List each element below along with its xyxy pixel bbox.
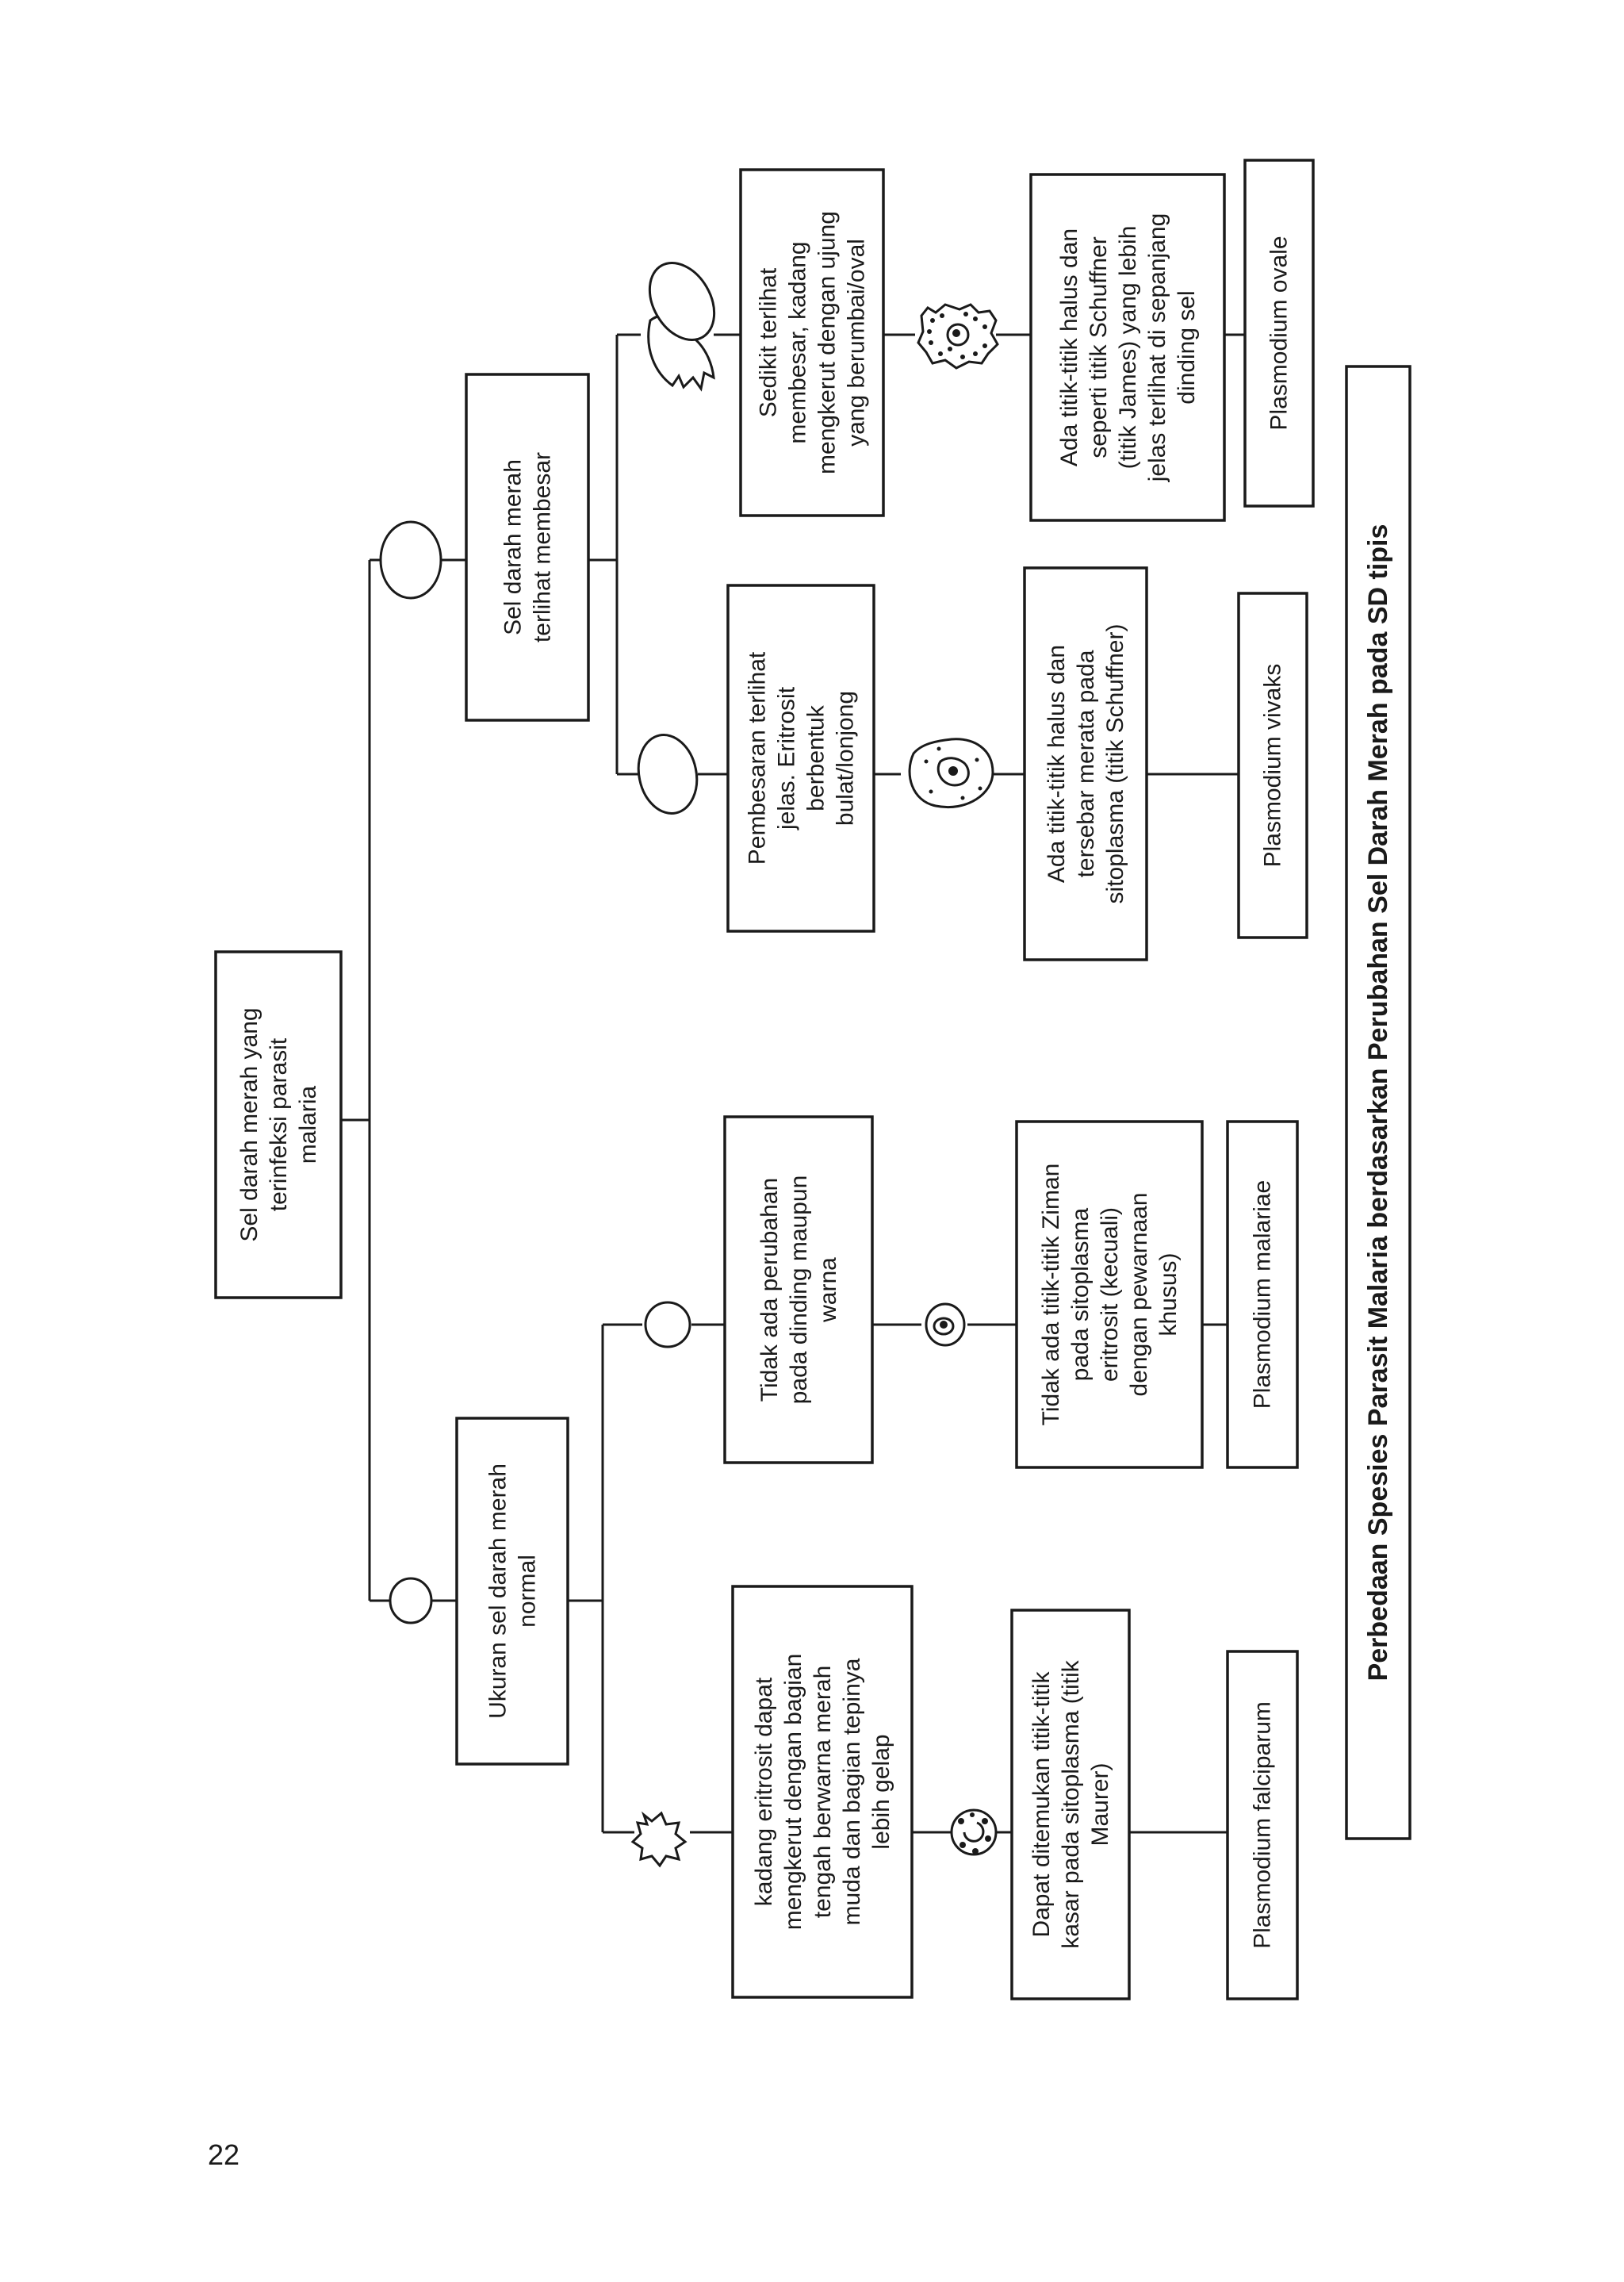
- text-line: tengah berwarna merah: [810, 1666, 836, 1919]
- malariae-species-box: Plasmodium malariae: [1226, 1120, 1299, 1469]
- text-line: mengkerut dengan ujung: [814, 211, 841, 474]
- text-line: sitoplasma (titik Schuffner): [1102, 624, 1128, 904]
- oval-cell-ovale-icon: [648, 262, 716, 341]
- malariae-species: Plasmodium malariae: [1250, 1180, 1276, 1409]
- text-line: membesar, kadang: [785, 241, 811, 443]
- text-line: kasar pada sitoplasma (titik: [1058, 1659, 1084, 1948]
- falciparum-species: Plasmodium falciparum: [1250, 1701, 1276, 1949]
- normal-rbc-icon: [389, 1577, 433, 1624]
- text-line: muda dan bagian tepinya: [839, 1658, 865, 1925]
- text-line: seperti titik Schuffner: [1086, 236, 1112, 458]
- text-line: Sel darah merah yang: [236, 1007, 262, 1241]
- oval-cell-vivax-icon: [637, 734, 699, 815]
- text-line: Pembesaran terlihat: [745, 651, 771, 865]
- text-line: warna: [815, 1257, 841, 1323]
- text-line: Tidak ada titik-titik Ziman: [1038, 1164, 1064, 1426]
- text-line: jelas terlihat di sepanjang: [1144, 213, 1170, 483]
- ovale-species-box: Plasmodium ovale: [1243, 159, 1315, 508]
- text-line: Tidak ada perubahan: [756, 1178, 783, 1402]
- enlarged-rbc-icon: [379, 520, 442, 600]
- text-line: Ada titik-titik halus dan: [1056, 228, 1082, 466]
- vivax-species: Plasmodium vivaks: [1260, 664, 1286, 868]
- text-line: Ukuran sel darah merah: [485, 1463, 511, 1719]
- text-line: khusus): [1155, 1252, 1182, 1336]
- text-line: bulat/lonjong: [833, 691, 859, 826]
- text-line: pada dinding maupun: [786, 1176, 812, 1405]
- maurer-dots-cell-icon: [950, 1808, 998, 1856]
- text-line: (titik James) yang lebih: [1115, 226, 1141, 470]
- text-line: kadang eritrosit dapat: [751, 1677, 777, 1906]
- text-line: Ada titik-titik halus dan: [1044, 645, 1070, 883]
- crenated-cell-icon: [630, 1811, 688, 1868]
- falciparum-species-box: Plasmodium falciparum: [1226, 1650, 1299, 2000]
- caption-box: Perbedaan Spesies Parasit Malaria berdas…: [1345, 365, 1411, 1840]
- ovale-species: Plasmodium ovale: [1266, 236, 1293, 430]
- text-line: tersebar merata pada: [1073, 650, 1099, 877]
- normal-cell-malariae-icon: [644, 1301, 691, 1348]
- text-line: malaria: [295, 1086, 321, 1164]
- text-line: eritrosit (kecuali): [1097, 1207, 1123, 1382]
- text-line: mengkerut dengan bagian: [780, 1654, 806, 1931]
- ring-stage-malariae-icon: [925, 1302, 966, 1347]
- text-line: berbentuk: [803, 704, 829, 811]
- text-line: Maurer): [1087, 1762, 1113, 1846]
- caption-text: Perbedaan Spesies Parasit Malaria berdas…: [1363, 524, 1393, 1682]
- text-line: jelas. Eritrosit: [774, 686, 800, 830]
- text-line: dinding sel: [1174, 290, 1200, 404]
- text-line: terlihat membesar: [530, 452, 556, 642]
- page-number: 22: [208, 2138, 240, 2171]
- stippled-ovale-cell-icon: [917, 303, 999, 370]
- text-line: pada sitoplasma: [1067, 1207, 1094, 1381]
- vivax-species-box: Plasmodium vivaks: [1237, 592, 1308, 939]
- text-line: lebih gelap: [868, 1734, 894, 1849]
- text-line: Sedikit terlihat: [756, 267, 782, 417]
- amoeboid-vivax-cell-icon: [908, 738, 994, 808]
- text-line: yang berumbai/oval: [844, 239, 870, 447]
- text-line: terinfeksi parasit: [266, 1037, 292, 1211]
- text-line: Dapat ditemukan titik-titik: [1028, 1670, 1055, 1937]
- text-line: normal: [515, 1555, 541, 1628]
- text-line: Sel darah merah: [500, 459, 527, 635]
- connector-lines: [341, 333, 1245, 1834]
- text-line: dengan pewarnaan: [1126, 1193, 1152, 1397]
